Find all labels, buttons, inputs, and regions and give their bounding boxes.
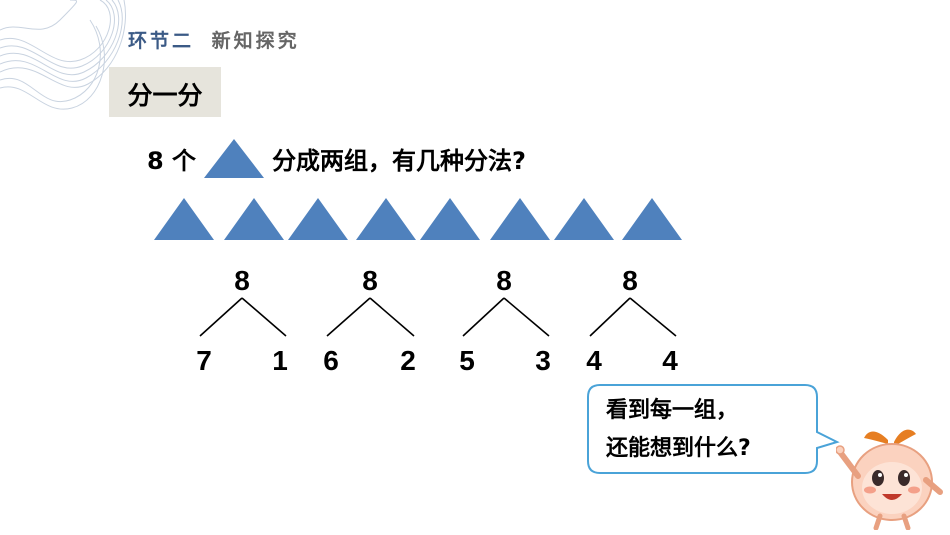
decomposition-tree: 8 7 1 [196, 265, 288, 376]
triangle-2 [224, 198, 284, 240]
part-number-right: 4 [662, 345, 678, 376]
total-number: 8 [234, 265, 250, 296]
part-number-left: 5 [459, 345, 475, 376]
triangle-row [154, 198, 682, 240]
part-number-right: 3 [535, 345, 551, 376]
speech-bubble [587, 384, 840, 474]
peach-mascot [836, 429, 943, 530]
speech-bubble-line2: 还能想到什么? [606, 436, 751, 461]
part-number-left: 6 [323, 345, 339, 376]
branch-line-right [241, 297, 287, 337]
triangle-3 [288, 198, 348, 240]
triangle-7 [554, 198, 614, 240]
total-number: 8 [622, 265, 638, 296]
question: 8 个 分成两组，有几种分法? [147, 138, 526, 178]
triangle-6 [490, 198, 550, 240]
topic-tag-label: 分一分 [127, 81, 203, 110]
decomposition-tree: 8 6 2 [323, 265, 416, 376]
speech-bubble-line1: 看到每一组， [606, 398, 739, 423]
triangle-1 [154, 198, 214, 240]
triangle-icon [204, 139, 265, 178]
part-number-right: 1 [272, 345, 288, 376]
branch-line-right [369, 297, 415, 337]
speech-bubble-text: 看到每一组， 还能想到什么? [606, 392, 751, 468]
topic-tag: 分一分 [109, 67, 221, 117]
decorative-waves [0, 0, 126, 110]
triangle-5 [420, 198, 480, 240]
triangle-4 [356, 198, 416, 240]
branch-line-right [503, 297, 550, 337]
decomposition-trees: 8 7 1 8 6 2 8 5 3 8 4 4 [196, 265, 678, 376]
part-number-right: 2 [400, 345, 416, 376]
branch-line-right [629, 297, 677, 337]
triangle-8 [622, 198, 682, 240]
question-prefix: 8 个 [147, 146, 197, 175]
section-header: 环节二 新知探究 [128, 26, 300, 53]
section-title: 新知探究 [211, 30, 300, 52]
part-number-left: 4 [586, 345, 602, 376]
branch-line-left [199, 297, 243, 337]
branch-line-left [462, 297, 505, 337]
section-label: 环节二 [128, 30, 195, 52]
branch-line-left [326, 297, 371, 337]
total-number: 8 [496, 265, 512, 296]
part-number-left: 7 [196, 345, 212, 376]
branch-line-left [589, 297, 631, 337]
decomposition-tree: 8 4 4 [586, 265, 678, 376]
total-number: 8 [362, 265, 378, 296]
question-suffix: 分成两组，有几种分法? [272, 146, 526, 175]
decomposition-tree: 8 5 3 [459, 265, 551, 376]
